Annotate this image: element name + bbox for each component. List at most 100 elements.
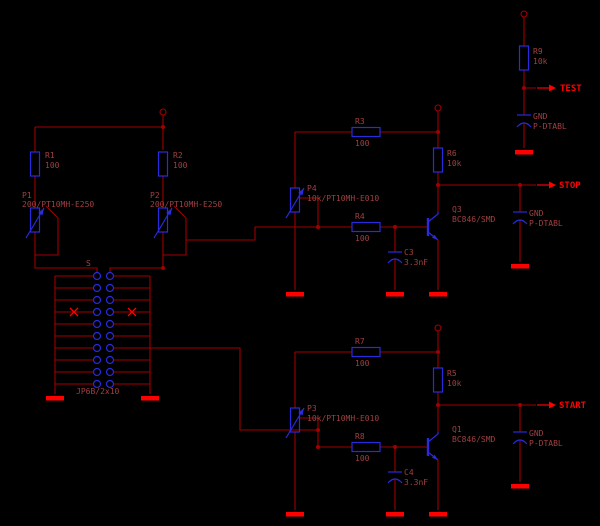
trimmer-body[interactable] (289, 407, 301, 433)
junction-dot (518, 403, 522, 407)
trimmer-p4[interactable] (285, 187, 305, 219)
connector-pin[interactable] (92, 379, 102, 389)
c3-name: C3 (404, 248, 414, 257)
connector-pin[interactable] (105, 319, 115, 329)
ground-symbol[interactable] (429, 512, 447, 517)
resistor-body[interactable] (432, 147, 444, 173)
trimmer-body[interactable] (289, 187, 301, 213)
resistor-body[interactable] (157, 151, 169, 177)
connector-s[interactable] (55, 271, 150, 389)
transistor-collector (427, 432, 439, 443)
resistor-r4[interactable] (351, 221, 381, 233)
connector-pin[interactable] (92, 295, 102, 305)
r1-value: 100 (45, 161, 60, 170)
trimmer-body[interactable] (29, 207, 41, 233)
connector-pin[interactable] (105, 355, 115, 365)
resistor-r5[interactable] (432, 367, 444, 393)
transistor-q3[interactable] (426, 212, 439, 241)
p2-value: 200/PT10MH-E250 (150, 200, 222, 209)
ground-symbol[interactable] (511, 264, 529, 269)
junction-dot (316, 428, 320, 432)
transistor-q1[interactable] (426, 432, 439, 461)
resistor-body[interactable] (351, 346, 381, 358)
ground-symbol[interactable] (429, 292, 447, 297)
connector-pin[interactable] (105, 379, 115, 389)
ground-symbol[interactable] (386, 292, 404, 297)
connector-pin[interactable] (92, 331, 102, 341)
r1-name: R1 (45, 151, 55, 160)
resistor-r6[interactable] (432, 147, 444, 173)
ground-symbol[interactable] (46, 396, 64, 401)
connector-pin[interactable] (105, 283, 115, 293)
supply-pin[interactable] (520, 10, 528, 18)
r6-value: 10k (447, 159, 462, 168)
wiper-arrow-head-icon (298, 408, 304, 416)
ground-symbol[interactable] (286, 512, 304, 517)
trimmer-body[interactable] (157, 207, 169, 233)
resistor-r7[interactable] (351, 346, 381, 358)
start-pad-name: GND (529, 429, 544, 438)
connector-pin[interactable] (92, 343, 102, 353)
connector-pin[interactable] (105, 295, 115, 305)
capacitor-c4[interactable] (387, 471, 403, 484)
emitter-arrow-icon (432, 454, 438, 460)
resistor-r9[interactable] (518, 45, 530, 71)
resistor-body[interactable] (29, 151, 41, 177)
connector-pin[interactable] (92, 355, 102, 365)
connector-pin[interactable] (92, 271, 102, 281)
resistor-body[interactable] (518, 45, 530, 71)
connector-pin[interactable] (105, 367, 115, 377)
resistor-r8[interactable] (351, 441, 381, 453)
junction-dot (161, 266, 165, 270)
transistor-collector (427, 212, 439, 223)
resistor-r1[interactable] (29, 151, 41, 177)
net-wires-left[interactable] (34, 115, 318, 431)
ground-symbol[interactable] (286, 292, 304, 297)
start-signal-label[interactable]: START (559, 401, 587, 411)
connector-pin[interactable] (92, 319, 102, 329)
contact-pad-stop[interactable] (512, 211, 528, 225)
resistor-body[interactable] (351, 441, 381, 453)
connector-pin[interactable] (105, 271, 115, 281)
supply-pin[interactable] (434, 324, 442, 332)
capacitor-curved-plate (387, 478, 403, 484)
connector-pin[interactable] (92, 283, 102, 293)
capacitor-c3[interactable] (387, 251, 403, 264)
stop-signal-label[interactable]: STOP (559, 181, 581, 191)
r7-name: R7 (355, 337, 365, 346)
net-wires-start[interactable] (294, 331, 536, 510)
ground-symbol[interactable] (511, 484, 529, 489)
ground-symbol[interactable] (515, 150, 533, 155)
r6-name: R6 (447, 149, 457, 158)
connector-pin[interactable] (105, 307, 115, 317)
trimmer-p1[interactable] (25, 207, 45, 239)
supply-pin[interactable] (434, 104, 442, 112)
trimmer-p3[interactable] (285, 407, 305, 439)
resistor-r3[interactable] (351, 126, 381, 138)
connector-pin[interactable] (92, 307, 102, 317)
connector-pin[interactable] (92, 367, 102, 377)
r4-value: 100 (355, 234, 370, 243)
contact-pad-test[interactable] (516, 114, 532, 128)
supply-pin[interactable] (159, 108, 167, 116)
ground-symbol[interactable] (141, 396, 159, 401)
signal-arrow-icon (549, 181, 556, 189)
resistor-r2[interactable] (157, 151, 169, 177)
net-wires-stop[interactable] (294, 111, 536, 290)
p2-name: P2 (150, 191, 160, 200)
crossed-pin-icon (69, 307, 79, 317)
contact-pad-start[interactable] (512, 431, 528, 445)
connector-pin[interactable] (105, 331, 115, 341)
test-signal-label[interactable]: TEST (560, 84, 582, 94)
ground-symbol[interactable] (386, 512, 404, 517)
resistor-body[interactable] (351, 221, 381, 233)
net-wires-test[interactable] (523, 17, 536, 148)
resistor-body[interactable] (351, 126, 381, 138)
r8-value: 100 (355, 454, 370, 463)
resistor-body[interactable] (432, 367, 444, 393)
p1-value: 200/PT10MH-E250 (22, 200, 94, 209)
trimmer-p2[interactable] (153, 207, 173, 239)
connector-pin[interactable] (105, 343, 115, 353)
q1-name: Q1 (452, 425, 462, 434)
